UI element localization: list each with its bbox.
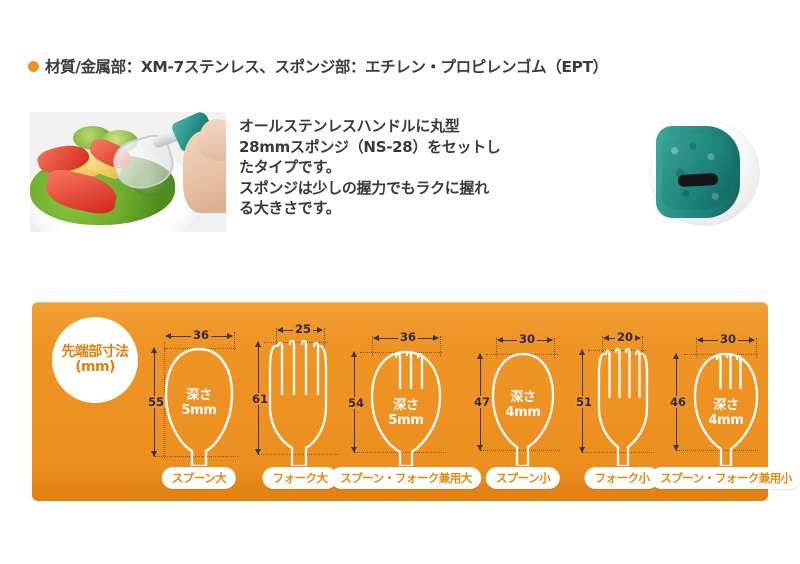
guide-line [756, 338, 757, 358]
spork-outline-icon [370, 350, 442, 466]
sponge-slot-icon [677, 172, 719, 188]
dimension-item-spork-large: 36 54 深さ 5mm [330, 302, 482, 501]
panel-badge-line1: 先端部寸法 [61, 344, 130, 361]
description-line: る大きさです。 [239, 199, 341, 217]
height-value: 47 [472, 395, 493, 409]
height-value: 55 [146, 395, 167, 409]
guide-line [440, 336, 441, 356]
dimension-item-spoon-small: 30 47 深さ 4mm スプーン小 [470, 302, 576, 501]
description-line: たタイプです。 [239, 158, 341, 176]
depth-label: 深さ 4mm [470, 390, 576, 420]
height-value: 46 [668, 395, 689, 409]
dimension-item-spoon-large: 36 55 深さ 5mm スプーン大 [144, 302, 254, 501]
guide-line [264, 342, 328, 343]
height-value: 61 [250, 392, 271, 406]
item-name-pill: スプーン・フォーク兼用大 [330, 467, 482, 489]
spoon-outline-icon [491, 352, 555, 466]
product-description: オールステンレスハンドルに丸型 28mmスポンジ（NS-28）をセットし たタイ… [239, 116, 559, 219]
width-value: 30 [517, 332, 538, 346]
guide-line [480, 450, 560, 451]
guide-line [234, 332, 235, 350]
height-value: 54 [346, 396, 367, 410]
depth-line2: 4mm [708, 413, 744, 428]
item-artwork: 36 54 深さ 5mm [344, 302, 468, 466]
item-artwork: 20 51 [572, 302, 672, 466]
width-value: 30 [718, 332, 739, 346]
description-line: スポンジは少しの握力でもラクに握れ [239, 178, 489, 197]
depth-line1: 深さ [510, 390, 536, 405]
guide-line [496, 338, 497, 358]
fork-outline-icon [597, 347, 649, 466]
item-name-pill: スプーン小 [485, 467, 561, 489]
teal-sponge-grip-photo [634, 112, 782, 232]
guide-line [696, 338, 697, 358]
guide-line [642, 336, 643, 356]
depth-line1: 深さ [186, 388, 212, 403]
guide-line [676, 450, 758, 451]
depth-line2: 5mm [388, 413, 424, 428]
orange-dot-icon [28, 61, 39, 72]
item-artwork: 30 46 深さ 4mm [664, 302, 788, 466]
item-artwork: 36 55 深さ 5mm [144, 302, 254, 466]
panel-badge-line2: (mm) [75, 359, 115, 375]
item-name-pill: スプーン大 [161, 467, 237, 489]
dimension-items-row: 36 55 深さ 5mm スプーン大 [144, 302, 800, 501]
guide-line [154, 456, 238, 457]
description-line: 28mmスポンジ（NS-28）をセットし [239, 137, 501, 156]
guide-line [258, 454, 338, 455]
depth-label: 深さ 5mm [144, 388, 254, 418]
item-name-pill: フォーク大 [262, 467, 338, 489]
depth-line1: 深さ [713, 398, 739, 413]
depth-label: 深さ 5mm [344, 398, 468, 428]
description-line: オールステンレスハンドルに丸型 [239, 117, 460, 135]
depth-label: 深さ 4mm [664, 398, 788, 428]
sponge-foam-texture [662, 134, 732, 210]
fork-outline-icon [268, 339, 328, 466]
dimension-item-spork-small: 30 46 深さ 4mm [650, 302, 800, 501]
width-value: 25 [293, 322, 314, 336]
item-name-pill: スプーン・フォーク兼用小 [650, 467, 800, 489]
guide-line [372, 336, 373, 356]
guide-line [602, 336, 603, 356]
depth-line2: 5mm [181, 403, 217, 418]
width-value: 36 [398, 330, 419, 344]
dimension-item-fork-large: 25 61 フォーク大 [248, 302, 352, 501]
guide-line [276, 328, 277, 348]
spoon-outline-icon [164, 347, 234, 466]
guide-line [324, 328, 325, 348]
width-value: 36 [191, 328, 212, 342]
depth-line1: 深さ [393, 398, 419, 413]
item-name-pill: フォーク小 [584, 467, 660, 489]
guide-line [554, 338, 555, 358]
width-value: 20 [615, 330, 636, 344]
spork-outline-icon [693, 352, 759, 466]
height-value: 51 [574, 395, 595, 409]
depth-line2: 4mm [505, 405, 541, 420]
material-spec-line: 材質/金属部：XM-7ステンレス、スポンジ部：エチレン・プロピレンゴム（EPT） [28, 55, 608, 77]
item-artwork: 30 47 深さ 4mm [470, 302, 576, 466]
dimension-item-fork-small: 20 51 フォーク小 [572, 302, 672, 501]
item-artwork: 25 61 [248, 302, 352, 466]
panel-badge: 先端部寸法 (mm) [52, 317, 138, 403]
material-spec-text: 材質/金属部：XM-7ステンレス、スポンジ部：エチレン・プロピレンゴム（EPT） [45, 58, 608, 76]
dimension-panel: 先端部寸法 (mm) 36 55 [32, 302, 800, 501]
salad-plate-with-fork-photo [30, 112, 226, 232]
